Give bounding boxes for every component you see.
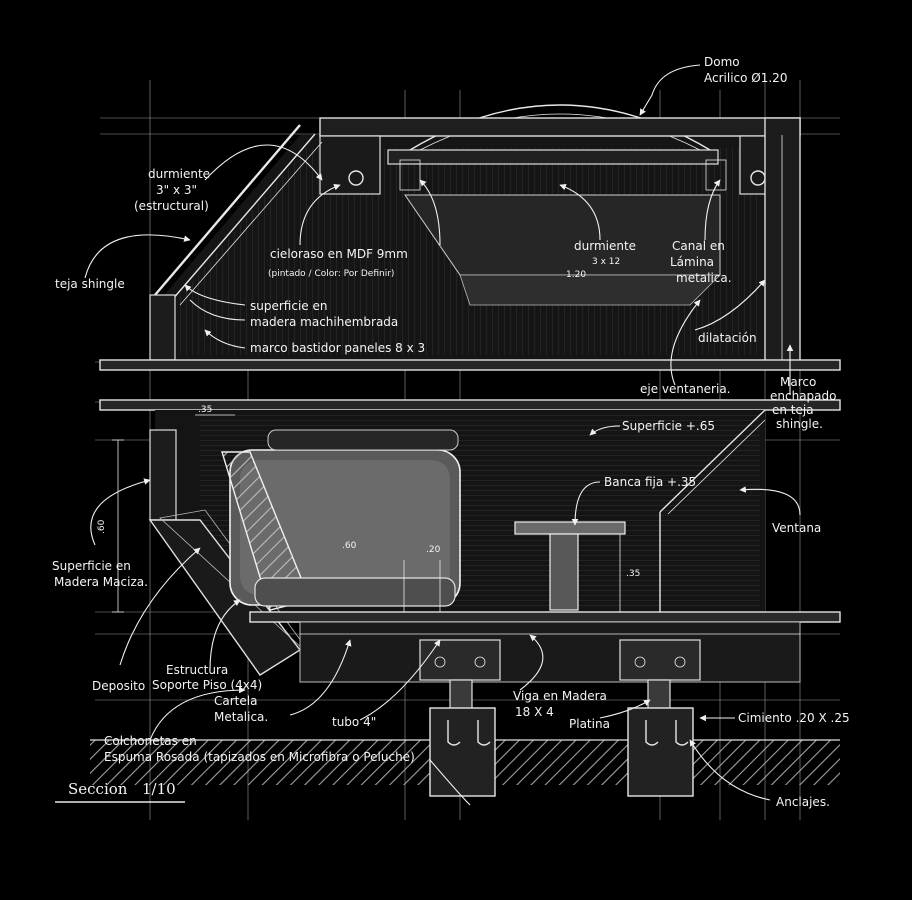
label-dilatacion: dilatación	[698, 331, 757, 345]
label-marco-bastidor: marco bastidor paneles 8 x 3	[250, 341, 425, 355]
label-durmiente-2: 3 x 12	[592, 257, 620, 267]
label-durmiente-struct-3: (estructural)	[134, 199, 209, 213]
label-tubo: tubo 4"	[332, 715, 376, 729]
label-cimiento: Cimiento .20 X .25	[738, 711, 850, 725]
label-anclajes: Anclajes.	[776, 795, 830, 809]
label-viga-1: Viga en Madera	[513, 689, 607, 703]
label-durmiente-1: durmiente	[574, 239, 636, 253]
label-marco-enchapado-2: enchapado	[770, 389, 836, 403]
label-superficie-65: Superficie +.65	[622, 419, 715, 433]
label-cieloraso-2: (pintado / Color: Por Definir)	[268, 269, 394, 279]
label-superficie-machi-2: madera machihembrada	[250, 315, 398, 329]
label-domo-2: Acrilico Ø1.20	[704, 71, 787, 85]
label-domo-1: Domo	[704, 55, 740, 69]
label-estructura-1: Estructura	[166, 663, 228, 677]
label-dim-20: .20	[426, 545, 441, 555]
label-ventana: Ventana	[772, 521, 821, 535]
label-colchonetas-2: Espuma Rosada (tapizados en Microfibra o…	[104, 750, 415, 764]
label-deposito: Deposito	[92, 679, 145, 693]
label-dim-35-top: .35	[198, 405, 212, 415]
label-canal-1: Canal en	[672, 239, 725, 253]
label-banca-fija: Banca fija +.35	[604, 475, 696, 489]
label-superficie-maciza-1: Superficie en	[52, 559, 131, 573]
annotations: Domo Acrilico Ø1.20 durmiente 3" x 3" (e…	[52, 55, 850, 809]
label-dim-60: .60	[342, 541, 357, 551]
foundation	[90, 707, 840, 797]
label-estructura-4: Metalica.	[214, 710, 268, 724]
label-marco-enchapado-3: en teja	[772, 403, 814, 417]
label-marco-enchapado-1: Marco	[780, 375, 816, 389]
label-dim-60-left: .60	[97, 519, 107, 534]
leader-lines	[84, 64, 801, 806]
label-durmiente-struct-1: durmiente	[148, 167, 210, 181]
label-cieloraso-1: cieloraso en MDF 9mm	[270, 247, 408, 261]
label-marco-enchapado-4: shingle.	[776, 417, 823, 431]
label-estructura-2: Soporte Piso (4x4)	[152, 678, 262, 692]
dimension-lines	[112, 414, 621, 613]
label-canal-2: Lámina	[670, 255, 714, 269]
label-superficie-machi-1: superficie en	[250, 299, 327, 313]
lower-module	[99, 399, 841, 711]
label-superficie-maciza-2: Madera Maciza.	[54, 575, 148, 589]
label-teja-shingle: teja shingle	[55, 277, 125, 291]
drawing-title: Seccion	[68, 780, 128, 798]
label-estructura-3: Cartela	[214, 694, 257, 708]
label-dim-35-right: .35	[626, 569, 640, 579]
label-durmiente-struct-2: 3" x 3"	[156, 183, 197, 197]
label-eje-ventaneria: eje ventaneria.	[640, 382, 731, 396]
drawing-scale: 1/10	[142, 780, 176, 798]
label-viga-2: 18 X 4	[515, 705, 554, 719]
label-colchonetas-1: Colchonetas en	[104, 734, 197, 748]
label-canal-3: metalica.	[676, 271, 732, 285]
roof-module	[99, 104, 841, 371]
label-dim-120: 1.20	[566, 270, 586, 280]
label-platina: Platina	[569, 717, 610, 731]
